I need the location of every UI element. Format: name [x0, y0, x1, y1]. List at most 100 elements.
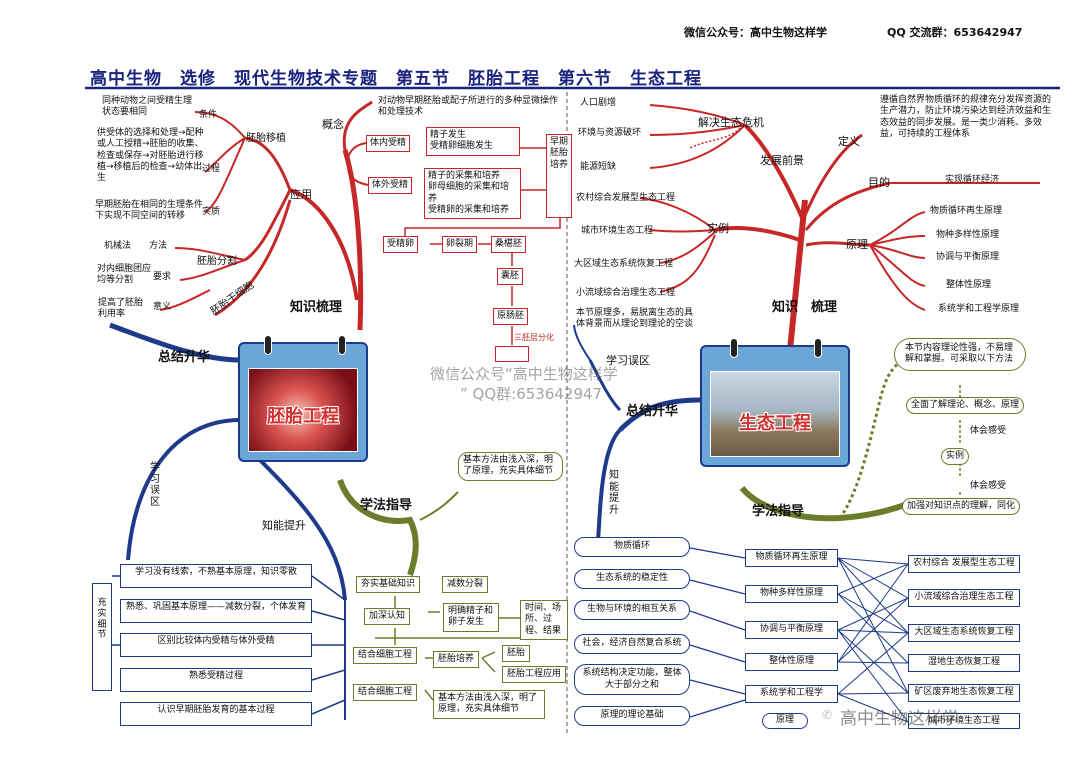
mistake-3: 区别比较体内受精与体外受精	[120, 633, 312, 657]
ecological-engineering-title: 生态工程	[739, 413, 811, 434]
principle-1: 物质循环再生原理	[930, 206, 1003, 216]
embryo-split-label: 胚胎分割	[197, 256, 237, 267]
calendar-ring	[264, 335, 272, 355]
split-method-text: 机械法	[104, 241, 132, 251]
watermark-line-2: ” QQ群:653642947	[460, 385, 603, 403]
definition-text: 遵循自然界物质循环的规律充分发挥资源的生产潜力，防止环境污染达到经济效益和生态效…	[880, 95, 1052, 139]
ecology-image	[710, 371, 840, 457]
example-3: 大区域生态系统恢复工程	[574, 259, 674, 269]
time-place-box: 时间、场所、过程、结果	[520, 600, 568, 640]
embryo-box: 胚胎	[502, 645, 531, 663]
example-label: 实例	[707, 222, 729, 235]
embryo-transfer-label: 胚胎移植	[246, 133, 286, 144]
concept-label: 概念	[322, 118, 344, 131]
project-6: 城市环境生态工程	[908, 713, 1020, 729]
in-vitro-items: 精子的采集和培养 卵母细胞的采集和培养 受精卵的采集和培养	[424, 168, 521, 219]
ecological-engineering-calendar: 生态工程	[700, 338, 850, 467]
split-requirement-text: 对内细胞团应均等分割	[97, 264, 152, 286]
example-1: 农村综合发展型生态工程	[576, 193, 676, 203]
principle-4: 整体性原理	[946, 280, 992, 290]
transfer-essence-text: 早期胚胎在相同的生理条件下实现不同空间的转移	[95, 200, 204, 222]
project-1: 农村综合 发展型生态工程	[908, 555, 1020, 573]
project-4: 湿地生态恢复工程	[908, 654, 1020, 672]
chain-cleavage: 卵裂期	[442, 236, 478, 254]
section-note: 本节原理多，易脱离生态的具体背景而从理论到理论的空谈	[576, 308, 694, 330]
chain-zygote: 受精卵	[383, 236, 419, 254]
qq-group-label: QQ 交流群：653642947	[887, 26, 1023, 39]
step-feel-1: 体会感受	[970, 426, 1007, 436]
embryo-culture-box: 胚胎培养	[433, 651, 480, 669]
clarify-box: 明确精子和卵子发生	[443, 603, 499, 632]
in-vitro-fertilization: 体外受精	[368, 177, 413, 195]
principle-5: 系统学和工程学原理	[938, 304, 1020, 314]
transfer-process-label: 过程	[202, 164, 221, 174]
mid-principle-5: 系统学和工程学	[745, 685, 838, 703]
transfer-essence-label: 实质	[202, 207, 221, 217]
principle-3: 协调与平衡原理	[936, 252, 1000, 262]
calendar-ring	[730, 338, 738, 358]
left-method-note: 基本方法由浅入深，明了原理，充实具体细节	[458, 452, 563, 481]
embryo-engineering-calendar: 胚胎工程	[238, 335, 368, 462]
pill-material-cycle: 物质循环	[574, 537, 690, 557]
prospect-label: 发展前景	[760, 154, 804, 167]
left-ability-label: 知能提升	[262, 519, 306, 532]
left-knowledge-label: 知识梳理	[290, 300, 343, 315]
split-method-label: 方法	[149, 241, 168, 251]
early-embryo-culture: 早期胚胎培养	[546, 134, 572, 218]
transfer-condition-text: 同种动物之间受精生理状态要相同	[102, 96, 193, 118]
right-method-note: 本节内容理论性强，不易理解和掌握。可采取以下方法	[894, 338, 1026, 371]
crisis-item-2: 环境与资源破坏	[578, 128, 642, 138]
step-understand: 全面了解理论、概念、原理	[906, 397, 1025, 415]
wechat-label: 微信公众号：高中生物这样学	[684, 26, 827, 39]
right-method-label: 学法指导	[752, 504, 805, 519]
right-summary-label: 总结升华	[626, 404, 679, 419]
example-4: 小流域综合治理生态工程	[576, 288, 676, 298]
mid-principle-1: 物质循环再生原理	[745, 549, 838, 567]
crisis-label: 解决生态危机	[698, 116, 764, 129]
embryo-image	[248, 368, 358, 452]
example-2: 城市环境生态工程	[581, 226, 654, 236]
right-knowledge-label: 知识 梳理	[772, 300, 838, 315]
principle-2: 物种多样性原理	[936, 230, 1000, 240]
pill-organism-environment: 生物与环境的相互关系	[574, 600, 690, 620]
embryo-app-box: 胚胎工程应用	[502, 666, 567, 684]
step-feel-2: 体会感受	[970, 481, 1007, 491]
chain-morula: 桑椹胚	[491, 236, 527, 254]
definition-label: 定义	[838, 135, 860, 148]
chain-gastrula: 原肠胚	[493, 308, 529, 326]
mistake-1: 学习没有线索，不熟基本原理，知识零散	[120, 564, 312, 588]
right-mistake-label: 学习误区	[606, 354, 650, 367]
principle-label: 原理	[846, 238, 868, 251]
page-title: 高中生物 选修 现代生物技术专题 第五节 胚胎工程 第六节 生态工程	[90, 69, 702, 89]
project-3: 大区域生态系统恢复工程	[908, 624, 1020, 642]
step-combine-2: 结合细胞工程	[353, 684, 418, 702]
transfer-condition-label: 条件	[199, 110, 218, 120]
step-deepen: 加深认知	[364, 608, 411, 626]
mistake-2: 熟悉、巩固基本原理——减数分裂，个体发育	[120, 599, 312, 623]
left-mistake-label: 学习误区	[150, 462, 160, 508]
crisis-item-1: 人口剧增	[580, 98, 617, 108]
watermark-corner: 高中生物这样学	[840, 709, 959, 729]
step-strengthen: 加强对知识点的理解，同化	[902, 498, 1021, 516]
mid-principle-4: 整体性原理	[745, 653, 838, 671]
step-foundation: 夯实基础知识	[356, 576, 421, 594]
split-significance-label: 意义	[153, 302, 172, 312]
project-5: 矿区废弃地生态恢复工程	[908, 684, 1020, 702]
step-example: 实例	[941, 448, 970, 466]
left-summary-label: 总结升华	[158, 350, 211, 365]
in-vivo-fertilization: 体内受精	[366, 135, 411, 153]
pill-composite-system: 社会，经济自然复合系统	[574, 634, 690, 654]
three-germ-layers-label: 三胚层分化	[514, 333, 554, 342]
detail-label: 充实细节	[92, 583, 112, 691]
crisis-item-3: 能源短缺	[580, 162, 617, 172]
split-requirement-label: 要求	[153, 272, 172, 282]
in-vivo-items: 精子发生 受精卵细胞发生	[426, 127, 520, 156]
concept-text: 对动物早期胚胎或配子所进行的多种显微操作和处理技术	[378, 96, 559, 118]
calendar-ring	[814, 338, 822, 358]
mid-principle-3: 协调与平衡原理	[745, 621, 838, 639]
goal-label: 目的	[868, 176, 890, 189]
split-significance-text: 提高了胚胎利用率	[98, 298, 144, 320]
pill-stability: 生态系统的稳定性	[574, 569, 690, 589]
